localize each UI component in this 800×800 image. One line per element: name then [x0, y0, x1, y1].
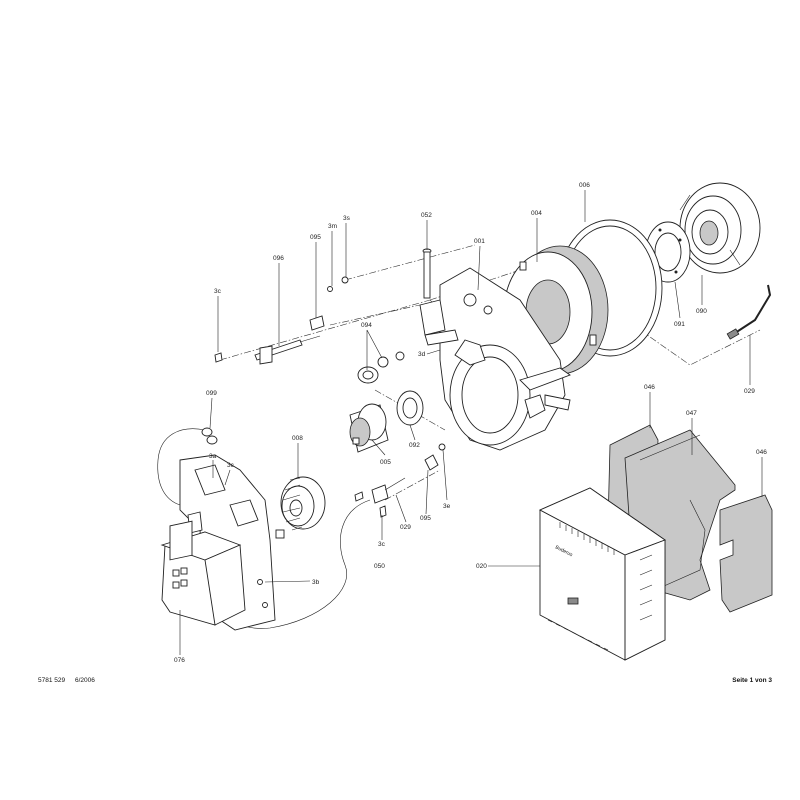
air-damper — [396, 390, 424, 426]
label-029-right: 029 — [744, 388, 755, 395]
label-3s: 3s — [343, 215, 351, 222]
label-050: 050 — [374, 563, 385, 570]
label-006: 006 — [579, 182, 590, 189]
fan-wheel — [275, 476, 326, 539]
sight-glass — [357, 351, 405, 384]
doc-date: 6/2006 — [75, 677, 95, 684]
label-052: 052 — [421, 212, 432, 219]
label-090: 090 — [696, 308, 707, 315]
label-020: 020 — [476, 563, 487, 570]
label-095-lower: 095 — [420, 515, 431, 522]
page-indicator: Seite 1 von 3 — [732, 677, 772, 684]
label-3b: 3b — [312, 579, 320, 586]
label-046-left: 046 — [644, 384, 655, 391]
photocell-cable — [229, 477, 406, 629]
label-leaders — [179, 190, 763, 655]
label-001: 001 — [474, 238, 485, 245]
motor — [349, 403, 389, 453]
ignition-electrode — [254, 315, 325, 365]
burner-cone — [679, 182, 761, 274]
label-076: 076 — [174, 657, 185, 664]
label-094: 094 — [361, 322, 372, 329]
part-labels: 006 004 052 001 3s 3m 095 096 3c 094 3d … — [174, 182, 767, 664]
label-092: 092 — [409, 442, 420, 449]
control-unit — [157, 427, 276, 631]
label-3c-top: 3c — [214, 288, 222, 295]
cable-plug — [726, 284, 772, 340]
label-005: 005 — [380, 459, 391, 466]
label-3c-mid: 3c — [227, 462, 235, 469]
hood-insulation — [607, 424, 773, 613]
retaining-clip — [424, 443, 446, 471]
label-099: 099 — [206, 390, 217, 397]
long-bolt — [422, 248, 432, 299]
hood-vents — [547, 522, 653, 651]
label-3a: 3a — [209, 453, 217, 460]
label-3d: 3d — [418, 351, 426, 358]
burner-housing — [439, 267, 571, 451]
label-3c-low: 3c — [378, 541, 386, 548]
label-3e: 3e — [443, 503, 451, 510]
label-008: 008 — [292, 435, 303, 442]
label-095-upper: 095 — [310, 234, 321, 241]
footer: 5781 529 6/2006 Seite 1 von 3 — [38, 677, 772, 684]
label-046-right: 046 — [756, 449, 767, 456]
label-029-lower: 029 — [400, 524, 411, 531]
label-091: 091 — [674, 321, 685, 328]
label-096: 096 — [273, 255, 284, 262]
mounting-bracket — [419, 299, 459, 346]
label-004: 004 — [531, 210, 542, 217]
hood-cover: Buderus — [538, 487, 666, 661]
label-047: 047 — [686, 410, 697, 417]
doc-number: 5781 529 — [38, 677, 65, 684]
label-3m: 3m — [328, 223, 337, 230]
